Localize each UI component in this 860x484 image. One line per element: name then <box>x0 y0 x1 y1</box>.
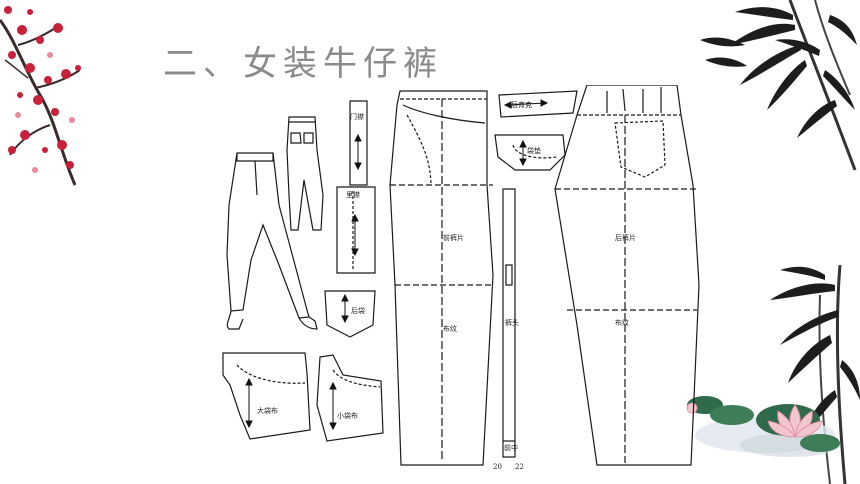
label-waistband-num-right: 22 <box>515 463 524 471</box>
label-back-pocket: 后袋 <box>351 306 365 315</box>
label-waistband-num-left: 20 <box>493 463 502 471</box>
jeans-pattern-drawing: 门襟 里襟 后袋 大袋布 小袋布 前裤片 布纹 后育克 袋垫 裤头 前中 后裤片… <box>222 85 700 471</box>
label-front-piece: 前裤片 <box>443 233 464 242</box>
label-large-pocket-cloth: 大袋布 <box>257 406 278 415</box>
small-pocket-cloth-piece <box>316 354 384 442</box>
label-back-piece: 后裤片 <box>615 233 636 242</box>
label-back-yoke: 后育克 <box>511 100 532 109</box>
front-trouser-piece <box>389 90 494 466</box>
label-back-grain: 布纹 <box>615 318 629 327</box>
label-fly: 门襟 <box>350 112 364 121</box>
label-front-center: 前中 <box>504 443 518 452</box>
bamboo-decoration-top <box>700 0 857 171</box>
label-waistband: 裤头 <box>505 318 519 327</box>
fly-piece <box>349 100 368 186</box>
label-small-pocket-cloth: 小袋布 <box>337 411 358 420</box>
label-front-grain: 布纹 <box>443 324 457 333</box>
fly-lining-piece <box>336 186 376 274</box>
back-yoke-piece <box>498 90 578 118</box>
bamboo-lotus-decoration <box>686 265 860 484</box>
pocket-facing-piece <box>494 134 566 171</box>
label-pocket-facing: 袋垫 <box>527 146 541 155</box>
jeans-back-figure <box>286 116 324 231</box>
back-trouser-piece <box>554 85 700 466</box>
jeans-front-figure <box>226 152 318 330</box>
waistband-piece <box>502 188 516 458</box>
large-pocket-cloth-piece <box>222 352 311 440</box>
slide-title: 二、女装牛仔裤 <box>163 44 443 84</box>
label-fly-lining: 里襟 <box>346 190 360 199</box>
plum-blossom-decoration <box>0 6 81 186</box>
back-pocket-piece <box>324 290 376 338</box>
